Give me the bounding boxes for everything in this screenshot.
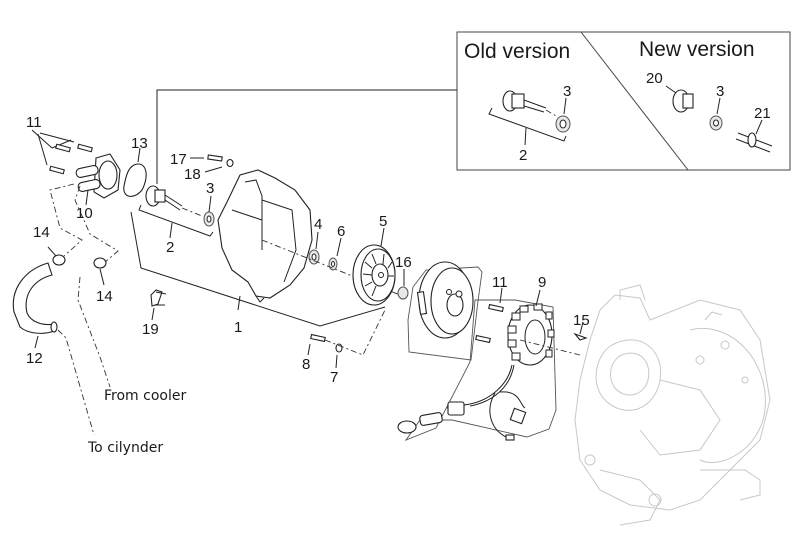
flywheel-rotor-part: [407, 261, 483, 361]
o-ring-part: [123, 147, 147, 197]
engine-cover-part: [217, 169, 313, 311]
from-cooler-note: From cooler: [104, 388, 187, 404]
callout-2: 2: [166, 239, 175, 256]
washer-7: [335, 343, 343, 369]
new-version-title: New version: [639, 38, 755, 61]
callout-inset-old-3: 3: [563, 83, 572, 100]
old-shaft-assembly-part: [502, 90, 557, 117]
screws-11-right: [475, 287, 504, 344]
callout-1: 1: [234, 319, 243, 336]
callout-15: 15: [573, 312, 590, 329]
seal-3-main: [203, 195, 215, 227]
callout-19: 19: [142, 321, 159, 338]
washer-18: [204, 158, 234, 173]
water-pump-cover-part: [75, 153, 121, 206]
callout-5: 5: [379, 213, 388, 230]
clip-19: [150, 289, 167, 321]
callout-11-right: 11: [492, 274, 508, 291]
key-15: [573, 321, 588, 341]
callout-16: 16: [395, 254, 412, 271]
old-seal-part: [555, 97, 571, 133]
callout-8: 8: [302, 356, 311, 373]
callout-3: 3: [206, 180, 215, 197]
callout-18: 18: [184, 166, 201, 183]
callout-13: 13: [131, 135, 148, 152]
screw-8: [307, 333, 326, 356]
pump-shaft-main-part: [138, 185, 214, 239]
new-seal-part: [709, 97, 723, 131]
callout-inset-new-20: 20: [646, 70, 663, 87]
cooling-fan-part: [352, 227, 396, 306]
callout-10: 10: [76, 205, 93, 222]
clamp-14-right: [93, 257, 107, 286]
nut-16: [397, 269, 409, 300]
screw-17: [190, 154, 223, 162]
callout-11-left: 11: [26, 114, 42, 131]
to-cylinder-note: To cilynder: [88, 440, 164, 456]
crankcase-ghost: [574, 284, 771, 526]
callout-14-right: 14: [96, 288, 113, 305]
new-shaft-part: [735, 119, 773, 153]
callout-17: 17: [170, 151, 187, 168]
callout-9: 9: [538, 274, 547, 291]
callout-7: 7: [330, 369, 339, 386]
clamp-14-left: [47, 246, 66, 266]
callout-inset-old-2: 2: [519, 147, 528, 164]
seal-4: [308, 231, 320, 265]
old-version-title: Old version: [464, 40, 571, 63]
new-impeller-part: [665, 85, 694, 113]
washer-6: [328, 237, 342, 271]
screws-11-left: [31, 129, 93, 175]
callout-12: 12: [26, 350, 43, 367]
stator-part: [507, 289, 555, 366]
callout-inset-new-3: 3: [716, 83, 725, 100]
hose-12: [12, 262, 58, 349]
wiring-harness-part: [397, 364, 527, 441]
callout-4: 4: [314, 216, 323, 233]
callout-inset-new-21: 21: [754, 105, 771, 122]
callout-14-left: 14: [33, 224, 50, 241]
callout-6: 6: [337, 223, 346, 240]
